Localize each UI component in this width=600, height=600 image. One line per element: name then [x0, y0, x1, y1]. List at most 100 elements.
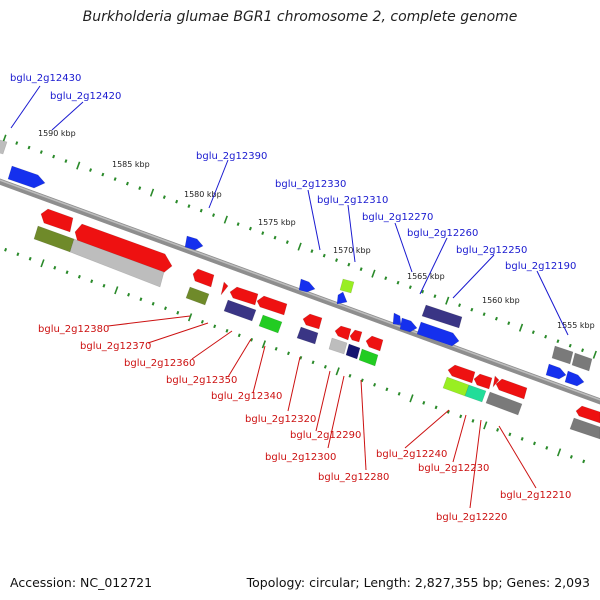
gene-label-forward[interactable]: bglu_2g12330 — [275, 179, 346, 190]
scale-tick — [421, 289, 425, 294]
gene-feature[interactable] — [0, 139, 8, 155]
scale-tick — [581, 348, 585, 353]
scale-tick — [213, 324, 217, 329]
gene-label-reverse[interactable]: bglu_2g12350 — [166, 375, 237, 386]
scale-tick — [149, 188, 155, 197]
gene-feature[interactable] — [258, 314, 283, 334]
scale-tick — [496, 428, 500, 432]
gene-feature[interactable] — [229, 286, 259, 306]
gene-feature[interactable] — [495, 378, 528, 400]
gene-label-forward[interactable]: bglu_2g12250 — [456, 245, 527, 256]
gene-feature[interactable] — [392, 312, 402, 326]
gene-feature[interactable] — [192, 268, 215, 288]
scale-tick — [4, 247, 8, 252]
gene-feature[interactable] — [464, 384, 487, 403]
gene-feature[interactable] — [345, 343, 361, 360]
scale-tick — [384, 276, 388, 281]
scale-tick — [569, 455, 573, 459]
gene-feature[interactable] — [358, 348, 379, 367]
gene-label-forward[interactable]: bglu_2g12310 — [317, 195, 388, 206]
scale-tick — [544, 334, 548, 339]
gene-label-reverse[interactable]: bglu_2g12300 — [265, 452, 336, 463]
scale-label: 1560 kbp — [482, 296, 520, 305]
gene-label-forward[interactable]: bglu_2g12390 — [196, 151, 267, 162]
gene-label-reverse[interactable]: bglu_2g12230 — [418, 463, 489, 474]
scale-tick — [212, 213, 216, 217]
scale-tick — [433, 294, 437, 299]
scale-tick — [335, 258, 339, 262]
gene-feature[interactable] — [399, 317, 418, 333]
gene-label-reverse[interactable]: bglu_2g12220 — [436, 512, 507, 523]
scale-tick — [28, 256, 32, 261]
scale-tick — [261, 231, 265, 235]
gene-feature[interactable] — [571, 352, 593, 372]
gene-label-forward[interactable]: bglu_2g12190 — [505, 261, 576, 272]
gene-label-forward[interactable]: bglu_2g12430 — [10, 73, 81, 84]
gene-feature[interactable] — [339, 278, 355, 294]
gene-feature[interactable] — [421, 304, 463, 329]
scale-tick — [40, 259, 45, 268]
gene-label-forward[interactable]: bglu_2g12270 — [362, 212, 433, 223]
gene-feature[interactable] — [184, 235, 204, 251]
gene-feature[interactable] — [447, 364, 476, 384]
gene-label-reverse[interactable]: bglu_2g12360 — [124, 358, 195, 369]
scale-tick — [273, 235, 277, 240]
gene-feature[interactable] — [564, 370, 585, 387]
gene-feature[interactable] — [551, 345, 574, 365]
scale-tick — [223, 215, 228, 224]
gene-feature[interactable] — [298, 278, 316, 293]
gene-feature[interactable] — [220, 281, 229, 296]
gene-label-reverse[interactable]: bglu_2g12370 — [80, 341, 151, 352]
gene-feature[interactable] — [328, 337, 348, 355]
scale-tick — [409, 394, 414, 403]
scale-tick — [187, 313, 193, 322]
callout-line — [252, 345, 266, 394]
scale-tick — [102, 283, 106, 288]
gene-label-reverse[interactable]: bglu_2g12380 — [38, 324, 109, 335]
gene-label-reverse[interactable]: bglu_2g12210 — [500, 490, 571, 501]
gene-feature[interactable] — [336, 291, 348, 305]
scale-tick — [568, 343, 572, 348]
gene-feature[interactable] — [185, 286, 210, 306]
scale-tick — [592, 350, 597, 359]
gene-feature[interactable] — [485, 391, 523, 416]
gene-feature[interactable] — [7, 165, 46, 189]
gene-feature[interactable] — [223, 299, 257, 322]
scale-tick — [114, 286, 119, 295]
gene-label-reverse[interactable]: bglu_2g12340 — [211, 391, 282, 402]
gene-label-forward[interactable]: bglu_2g12260 — [407, 228, 478, 239]
gene-feature[interactable] — [569, 417, 600, 440]
gene-feature[interactable] — [416, 321, 460, 347]
gene-feature[interactable] — [545, 363, 567, 380]
gene-feature[interactable] — [473, 373, 493, 390]
scale-tick — [458, 303, 462, 308]
gene-feature[interactable] — [302, 313, 323, 330]
gene-feature[interactable] — [575, 405, 600, 424]
gene-feature[interactable] — [256, 295, 288, 316]
gene-label-reverse[interactable]: bglu_2g12290 — [290, 430, 361, 441]
scale-tick — [310, 249, 314, 253]
scale-tick — [90, 279, 94, 284]
gene-feature[interactable] — [349, 329, 363, 343]
gene-feature[interactable] — [40, 208, 74, 233]
gene-feature[interactable] — [69, 238, 165, 288]
callout-line — [107, 315, 191, 327]
scale-tick — [77, 274, 81, 279]
scale-tick — [371, 269, 376, 278]
scale-tick — [274, 346, 278, 351]
scale-tick — [285, 240, 289, 244]
scale-tick — [237, 333, 241, 338]
scale-tick — [348, 373, 352, 378]
gene-feature[interactable] — [334, 325, 352, 341]
scale-tick — [397, 391, 401, 396]
gene-label-reverse[interactable]: bglu_2g12320 — [245, 414, 316, 425]
gene-feature[interactable] — [296, 326, 319, 345]
gene-label-reverse[interactable]: bglu_2g12280 — [318, 472, 389, 483]
gene-label-forward[interactable]: bglu_2g12420 — [50, 91, 121, 102]
gene-feature[interactable] — [365, 335, 384, 352]
gene-feature[interactable] — [492, 375, 500, 389]
scale-tick — [200, 319, 204, 324]
scale-tick — [225, 328, 229, 333]
gene-label-reverse[interactable]: bglu_2g12240 — [376, 449, 447, 460]
